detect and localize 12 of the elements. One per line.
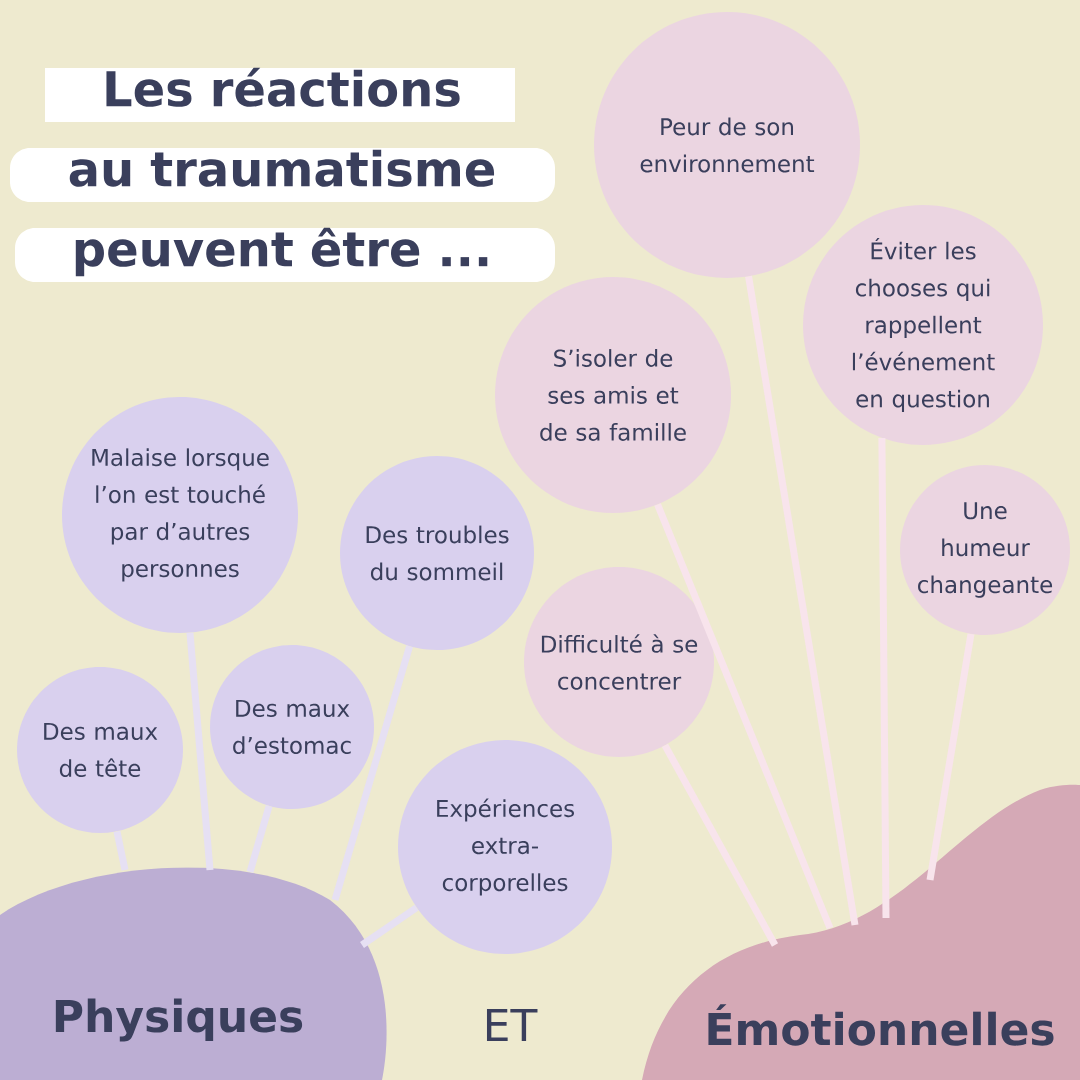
connector-line bbox=[246, 804, 273, 873]
connector-line bbox=[331, 645, 413, 901]
conjunction-label: ET bbox=[487, 1008, 538, 1042]
connector-line bbox=[186, 632, 214, 871]
connector-line bbox=[113, 830, 129, 871]
connector-line bbox=[926, 633, 975, 881]
connector-line bbox=[878, 437, 890, 919]
connector-line bbox=[745, 275, 859, 926]
connector-line bbox=[654, 503, 834, 930]
connector-line bbox=[661, 743, 779, 947]
connector-line bbox=[360, 904, 419, 948]
title: Les réactions au traumatisme peuvent être ... bbox=[10, 67, 555, 282]
